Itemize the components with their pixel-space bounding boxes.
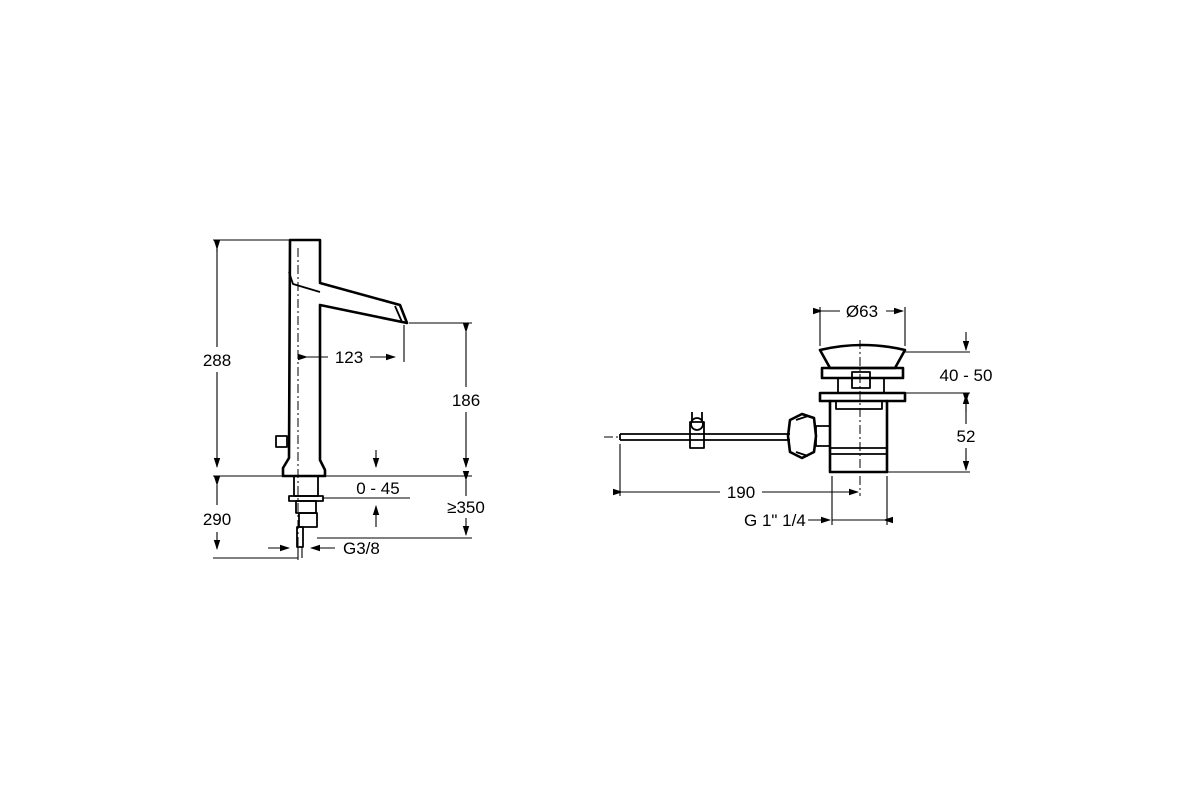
waste-neck: [837, 377, 885, 394]
waste-cap: [818, 343, 907, 370]
dim-spout-height-186: [325, 322, 472, 477]
waste-thread-label: G 1" 1/4: [744, 511, 806, 530]
dim-clearance-350: [317, 471, 472, 539]
waste-rod-clip: [689, 421, 705, 449]
waste-diameter-label: Ø63: [846, 302, 878, 321]
waste-side-port: [815, 425, 830, 447]
waste-ring: [818, 391, 907, 403]
faucet-clearance-label: ≥350: [447, 498, 485, 517]
waste-flange: [820, 366, 905, 380]
dim-height-288: [213, 239, 290, 477]
waste-stroke-label: 40 - 50: [940, 366, 993, 385]
faucet-reach-label: 123: [335, 348, 363, 367]
waste-rod: [619, 433, 790, 441]
faucet-body: [281, 238, 409, 478]
waste-drawing: Ø63 40 - 50 52 190: [604, 302, 992, 530]
faucet-deck-label: 0 - 45: [356, 479, 399, 498]
popup-knob: [275, 435, 288, 448]
faucet-drawing: 288 290 123 186 0 - 45: [203, 238, 485, 560]
dim-diameter-63: [813, 307, 906, 346]
faucet-below-label: 290: [203, 510, 231, 529]
spout-edge: [394, 305, 403, 323]
waste-hex-nut: [786, 412, 818, 460]
waste-stem-top: [851, 371, 871, 389]
faucet-height-label: 288: [203, 351, 231, 370]
dim-rod-190: [613, 444, 859, 496]
dim-body-52: [887, 393, 970, 473]
waste-body: [828, 399, 889, 474]
faucet-spout-height-label: 186: [452, 391, 480, 410]
faucet-handle-seam: [288, 271, 321, 293]
waste-body-label: 52: [957, 427, 976, 446]
dim-reach-123: [298, 325, 405, 362]
dim-below-290: [213, 476, 298, 559]
mounting-shank: [288, 475, 324, 558]
waste-rod-label: 190: [727, 483, 755, 502]
dim-deck-0-45: [323, 450, 410, 527]
dim-thread-g114: [808, 476, 893, 525]
faucet-connection-label: G3/8: [343, 539, 380, 558]
